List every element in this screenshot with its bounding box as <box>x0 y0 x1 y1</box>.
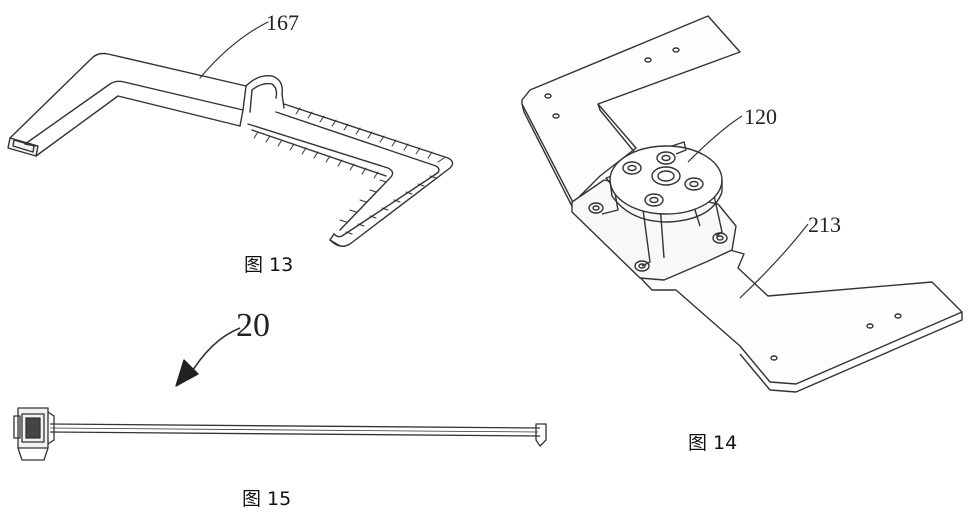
figure-15-drawing <box>14 328 546 460</box>
figure-13-caption: 图 13 <box>244 250 293 277</box>
ref-numeral-120: 120 <box>744 104 777 129</box>
figure-14-caption: 图 14 <box>688 428 737 455</box>
ref-numeral-167: 167 <box>266 10 299 35</box>
figure-14-drawing <box>522 16 962 392</box>
ref-numeral-20: 20 <box>236 307 270 344</box>
ref-numeral-213: 213 <box>808 212 841 237</box>
figure-13-drawing <box>8 22 453 246</box>
figure-15-caption: 图 15 <box>242 484 291 511</box>
